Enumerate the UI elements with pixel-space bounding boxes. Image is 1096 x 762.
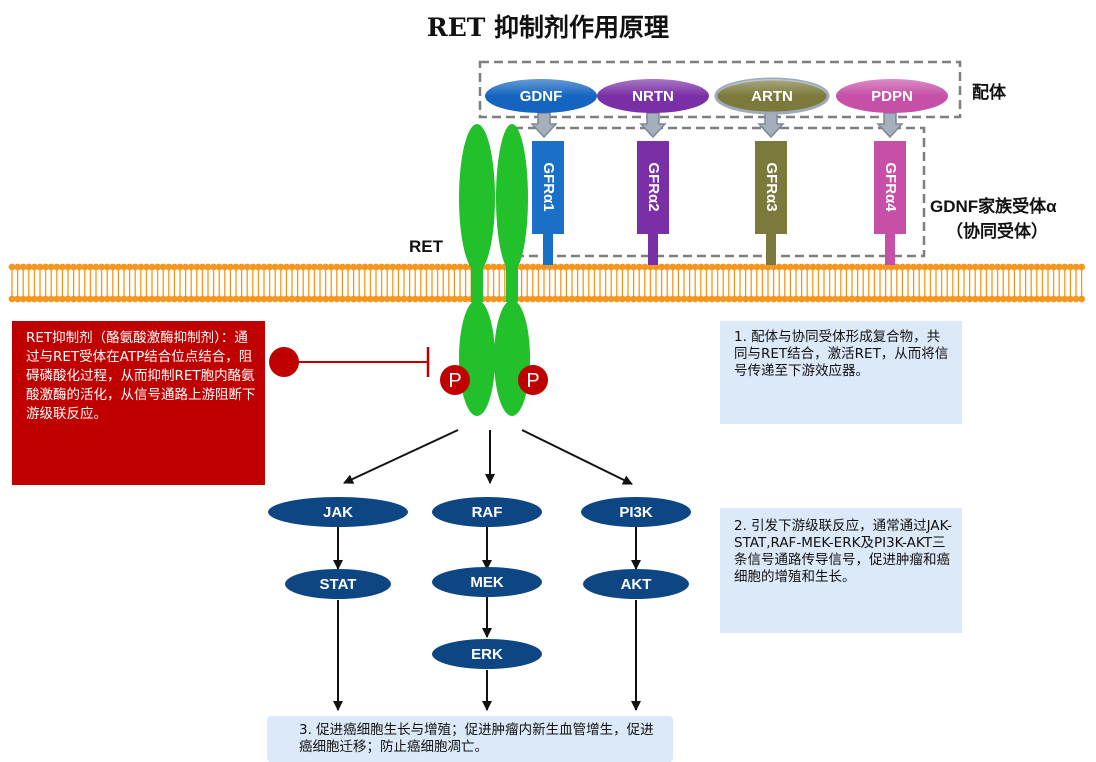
node-stat	[285, 569, 391, 599]
node-erk-label: ERK	[471, 646, 503, 663]
ligand-gdnf-label: GDNF	[520, 88, 563, 105]
coreceptor-4: GFRα4	[874, 141, 906, 265]
gfr-family-label: GDNF家族受体α	[930, 197, 1057, 216]
node-akt	[583, 569, 689, 599]
note-1: 1. 配体与协同受体形成复合物，共同与RET结合，激活RET，从而将信号传递至下…	[720, 321, 962, 424]
ligand-nrtn: NRTN	[597, 79, 709, 113]
ligand-label: 配体	[972, 83, 1006, 102]
node-pi3k-label: PI3K	[619, 504, 653, 521]
inhibitor-dot	[269, 347, 299, 377]
node-stat-label: STAT	[320, 576, 357, 593]
ret-right-stalk	[506, 262, 518, 302]
node-raf	[432, 497, 542, 527]
arrow-to-jak	[343, 429, 459, 484]
ligand-arrow-1	[530, 112, 558, 139]
node-pi3k	[581, 497, 691, 527]
node-mek	[432, 567, 542, 597]
pathway-nodes: JAK STAT RAF MEK ERK PI3K AKT	[268, 497, 691, 669]
ret-left-stalk	[471, 262, 483, 302]
ligand-pdpn: PDPN	[836, 79, 948, 113]
node-jak	[268, 497, 408, 527]
phospho-left-label: P	[448, 370, 461, 392]
ret-left-lower	[459, 300, 495, 416]
cell-membrane	[8, 263, 1085, 303]
diagram-title: RET 抑制剂作用原理	[426, 13, 670, 42]
ligand-artn-label: ARTN	[751, 88, 793, 105]
coreceptor-2: GFRα2	[637, 141, 669, 265]
ligand-group: GDNF NRTN ARTN PDPN	[485, 77, 948, 115]
phospho-left: P	[440, 365, 470, 395]
coreceptor-2-label: GFRα2	[645, 162, 662, 211]
node-raf-label: RAF	[472, 504, 503, 521]
ligand-nrtn-label: NRTN	[632, 88, 674, 105]
coreceptor-1: GFRα1	[532, 141, 564, 265]
coreceptor-4-label: GFRα4	[882, 162, 899, 212]
ret-label: RET	[409, 237, 443, 256]
coreceptor-label: （协同受体）	[946, 222, 1048, 241]
phospho-right: P	[518, 365, 548, 395]
coreceptor-box	[512, 126, 926, 258]
ligand-arrow-2	[639, 112, 667, 139]
note-2: 2. 引发下游级联反应，通常通过JAK-STAT,RAF-MEK-ERK及PI3…	[720, 508, 962, 633]
node-jak-label: JAK	[323, 504, 353, 521]
ret-right-lower	[494, 300, 530, 416]
note-3: 3. 促进癌细胞生长与增殖；促进肿瘤内新生血管增生，促进癌细胞迁移；防止癌细胞凋…	[267, 716, 673, 762]
ligand-arrow-4	[876, 112, 904, 139]
ret-left-upper	[459, 124, 495, 272]
node-mek-label: MEK	[470, 574, 504, 591]
ligand-box	[478, 60, 962, 119]
coreceptor-group: GFRα1 GFRα2 GFRα3 GFRα4	[532, 141, 906, 265]
ligand-pdpn-label: PDPN	[871, 88, 913, 105]
ligand-arrow-3	[757, 112, 785, 139]
ligand-artn: ARTN	[714, 77, 830, 115]
coreceptor-3: GFRα3	[755, 141, 787, 265]
signal-arrows	[333, 429, 641, 711]
ret-right-upper	[496, 124, 528, 272]
ligand-arrows	[530, 112, 904, 139]
coreceptor-3-label: GFRα3	[763, 162, 780, 211]
ligand-gdnf: GDNF	[485, 79, 597, 113]
node-akt-label: AKT	[621, 576, 652, 593]
coreceptor-1-label: GFRα1	[540, 162, 557, 211]
arrow-to-pi3k	[521, 429, 633, 485]
phospho-right-label: P	[526, 370, 539, 392]
node-erk	[432, 639, 542, 669]
ret-receptor	[459, 124, 530, 416]
inhibitor-description: RET抑制剂（酪氨酸激酶抑制剂）：通过与RET受体在ATP结合位点结合，阻碍磷酸…	[12, 321, 265, 485]
